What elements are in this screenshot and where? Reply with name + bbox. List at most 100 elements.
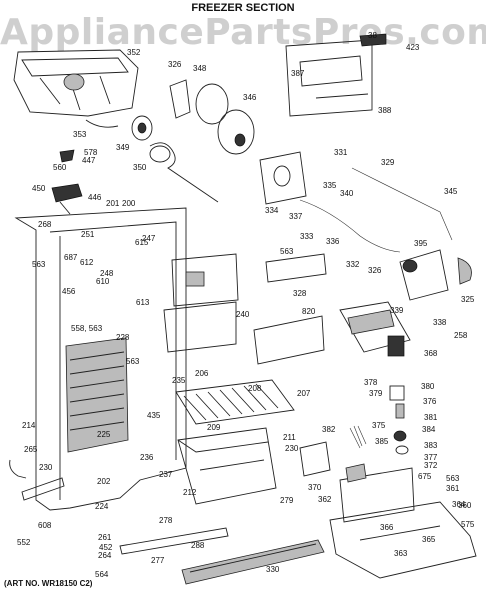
- callout-212: 212: [183, 488, 197, 497]
- callout-687: 687: [64, 253, 78, 262]
- callout-251: 251: [81, 230, 95, 239]
- callout-380: 380: [421, 382, 435, 391]
- callout-268: 268: [38, 220, 52, 229]
- callout-450: 450: [32, 184, 46, 193]
- callout-264: 264: [98, 551, 112, 560]
- callout-278: 278: [159, 516, 173, 525]
- callout-230: 230: [39, 463, 53, 472]
- callout-387: 387: [291, 69, 305, 78]
- wire-harness-part: [349, 425, 367, 449]
- callout-361: 361: [446, 484, 460, 493]
- mechanism-plate-part: [259, 151, 307, 205]
- callout-383: 383: [424, 441, 438, 450]
- callout-335: 335: [323, 181, 337, 190]
- auger-motor-part: [85, 115, 153, 141]
- callout-202: 202: [97, 477, 111, 486]
- callout-265: 265: [24, 445, 38, 454]
- callout-552: 552: [17, 538, 31, 547]
- callout-208: 208: [248, 384, 262, 393]
- callout-376: 376: [423, 397, 437, 406]
- callout-563: 563: [446, 474, 460, 483]
- compressor-box-part: [299, 441, 415, 523]
- drain-tube-part: [9, 459, 65, 501]
- callout-578: 578: [84, 148, 98, 157]
- callout-348: 348: [193, 64, 207, 73]
- callout-288: 288: [191, 541, 205, 550]
- ice-bucket-part: [13, 49, 139, 117]
- callout-435: 435: [147, 411, 161, 420]
- callout-248: 248: [100, 269, 114, 278]
- callout-364: 364: [452, 500, 466, 509]
- callout-560: 560: [53, 163, 67, 172]
- callout-326: 326: [168, 60, 182, 69]
- callout-211: 211: [283, 433, 296, 442]
- callout-38: 38: [368, 31, 377, 40]
- callout-423: 423: [406, 43, 420, 52]
- callout-206: 206: [195, 369, 209, 378]
- callout-279: 279: [280, 496, 294, 505]
- callout-820: 820: [302, 307, 316, 316]
- callout-395: 395: [414, 239, 428, 248]
- callout-352: 352: [127, 48, 141, 57]
- callout-360: 360: [458, 501, 472, 510]
- callout-200: 200: [122, 199, 136, 208]
- callout-228: 228: [116, 333, 130, 342]
- callout-382: 382: [322, 425, 336, 434]
- freezer-bin-part: [177, 427, 277, 505]
- callout-353: 353: [73, 130, 87, 139]
- callout-328: 328: [293, 289, 307, 298]
- callout-563: 563: [126, 357, 140, 366]
- callout-608: 608: [38, 521, 52, 530]
- callout-368: 368: [424, 349, 438, 358]
- callout-610: 610: [96, 277, 110, 286]
- control-panel-part: [265, 253, 327, 283]
- callout-340: 340: [340, 189, 354, 198]
- callout-456: 456: [62, 287, 76, 296]
- slide-rail-part: [119, 527, 229, 555]
- callout-375: 375: [372, 421, 386, 430]
- callout-350: 350: [133, 163, 147, 172]
- valve-assembly-part: [389, 385, 409, 455]
- callout-209: 209: [207, 423, 221, 432]
- callout-363: 363: [394, 549, 408, 558]
- callout-331: 331: [334, 148, 348, 157]
- callout-575: 575: [461, 520, 475, 529]
- callout-240: 240: [236, 310, 250, 319]
- callout-224: 224: [95, 502, 109, 511]
- callout-330: 330: [266, 565, 280, 574]
- callout-452: 452: [99, 543, 113, 552]
- bottom-grille-part: [181, 539, 325, 585]
- auger-part: [149, 142, 219, 203]
- callout-563: 563: [280, 247, 294, 256]
- callout-379: 379: [369, 389, 383, 398]
- callout-388: 388: [378, 106, 392, 115]
- door-panel-part: [285, 33, 387, 117]
- callout-337: 337: [289, 212, 303, 221]
- callout-349: 349: [116, 143, 130, 152]
- callout-230: 230: [285, 444, 299, 453]
- vent-cover-part: [163, 253, 239, 353]
- diagram-title: FREEZER SECTION: [191, 2, 295, 14]
- callout-207: 207: [297, 389, 311, 398]
- dispenser-hardware-part: [51, 149, 83, 215]
- callout-362: 362: [318, 495, 332, 504]
- callout-334: 334: [265, 206, 279, 215]
- wire-shelf-part: [175, 379, 295, 425]
- callout-346: 346: [243, 93, 257, 102]
- art-number: (ART NO. WR18150 C2): [4, 579, 93, 588]
- callout-326: 326: [368, 266, 382, 275]
- callout-381: 381: [424, 413, 438, 422]
- callout-339: 339: [390, 306, 404, 315]
- callout-365: 365: [422, 535, 436, 544]
- callout-325: 325: [461, 295, 475, 304]
- dispenser-drum-part: [169, 79, 255, 155]
- callout-237: 237: [159, 470, 173, 479]
- callout-675: 675: [418, 472, 432, 481]
- ice-maker-head-part: [399, 249, 472, 301]
- callout-345: 345: [444, 187, 458, 196]
- callout-236: 236: [140, 453, 154, 462]
- watermark-text: AppliancePartsPros.com: [0, 12, 486, 53]
- front-cover-part: [253, 315, 325, 365]
